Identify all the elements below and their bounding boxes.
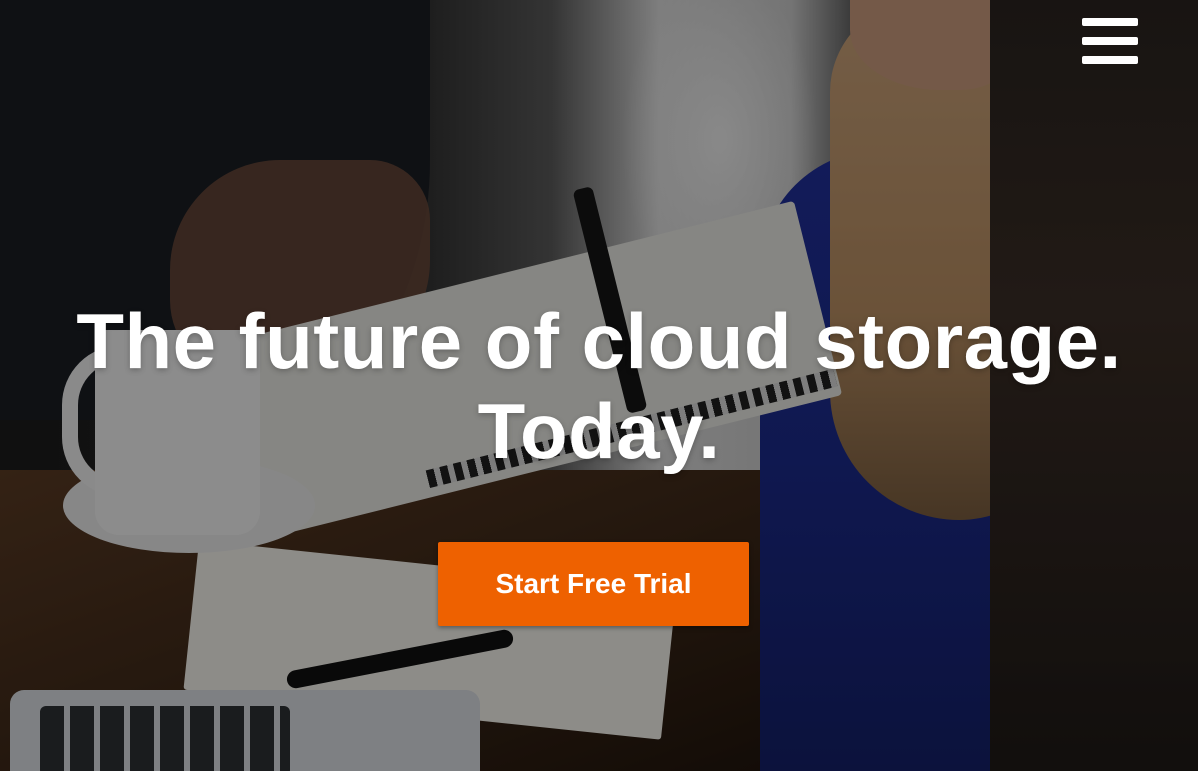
hero-headline: The future of cloud storage. Today. bbox=[0, 296, 1198, 476]
hero-headline-line-1: The future of cloud storage. bbox=[76, 297, 1122, 385]
start-free-trial-button[interactable]: Start Free Trial bbox=[438, 542, 749, 626]
menu-bar-top bbox=[1082, 18, 1138, 26]
hero-headline-line-2: Today. bbox=[477, 387, 721, 475]
background-person-right bbox=[990, 0, 1198, 771]
menu-bar-middle bbox=[1082, 37, 1138, 45]
background-laptop-keys bbox=[40, 706, 290, 771]
background-mug bbox=[95, 330, 260, 535]
hamburger-menu-icon[interactable] bbox=[1080, 16, 1138, 68]
menu-bar-bottom bbox=[1082, 56, 1138, 64]
